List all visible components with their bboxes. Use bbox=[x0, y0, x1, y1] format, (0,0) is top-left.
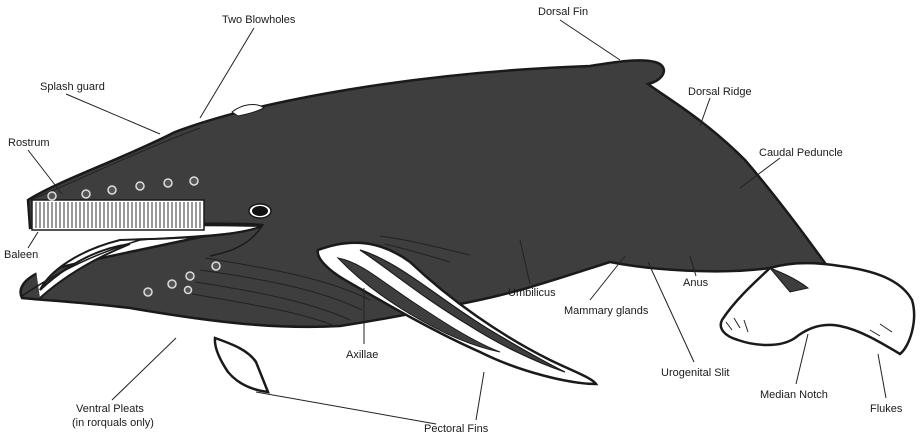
label-pectoral-fins: Pectoral Fins bbox=[424, 423, 489, 435]
label-umbilicus: Umbilicus bbox=[508, 287, 556, 299]
label-flukes: Flukes bbox=[870, 403, 903, 415]
leader-rostrum bbox=[28, 150, 62, 194]
label-mammary-glands: Mammary glands bbox=[564, 305, 649, 317]
label-median-notch: Median Notch bbox=[760, 389, 828, 401]
label-axillae: Axillae bbox=[346, 349, 378, 361]
label-urogenital-slit: Urogenital Slit bbox=[661, 367, 729, 379]
label-baleen: Baleen bbox=[4, 249, 38, 261]
leader-dorsal-fin bbox=[560, 20, 620, 60]
label-ventral-pleats-note: (in rorquals only) bbox=[72, 417, 154, 429]
leader-pectoral-fin-near bbox=[476, 372, 484, 420]
leader-splash-guard bbox=[66, 94, 160, 134]
label-dorsal-fin: Dorsal Fin bbox=[538, 6, 588, 18]
label-caudal-peduncle: Caudal Peduncle bbox=[759, 147, 843, 159]
leader-ventral-pleats bbox=[112, 338, 176, 400]
label-two-blowholes: Two Blowholes bbox=[222, 14, 296, 26]
leader-flukes bbox=[878, 354, 886, 398]
leader-two-blowholes bbox=[200, 28, 254, 118]
label-splash-guard: Splash guard bbox=[40, 81, 105, 93]
label-ventral-pleats: Ventral Pleats bbox=[76, 403, 144, 415]
label-dorsal-ridge: Dorsal Ridge bbox=[688, 86, 752, 98]
far-pectoral-fin bbox=[215, 338, 268, 392]
leader-median-notch bbox=[796, 334, 808, 384]
eye-pupil bbox=[252, 206, 268, 216]
leader-pectoral-fin-far bbox=[256, 392, 436, 424]
label-anus: Anus bbox=[683, 277, 709, 289]
flukes bbox=[721, 263, 914, 354]
baleen-plates bbox=[32, 200, 204, 230]
label-rostrum: Rostrum bbox=[8, 137, 50, 149]
leader-dorsal-ridge bbox=[700, 98, 710, 126]
